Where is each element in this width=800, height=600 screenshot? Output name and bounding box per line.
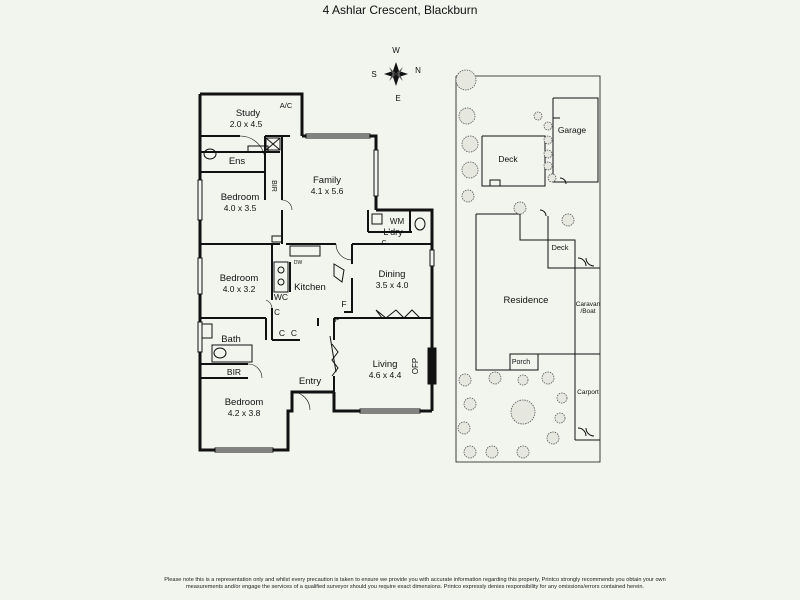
room-bedroom-3: Bedroom [225, 397, 264, 408]
room-bedroom-2-size: 4.0 x 3.2 [223, 284, 256, 294]
wc-c-label: C [274, 308, 280, 317]
room-wm: WM [390, 217, 405, 226]
room-bedroom-2: Bedroom [220, 273, 259, 284]
doors [239, 135, 353, 411]
disclaimer-text: Please note this is a representation onl… [164, 577, 666, 590]
room-kitchen: Kitchen [294, 282, 326, 293]
compass-s: S [371, 70, 376, 79]
f-label: F [341, 299, 346, 309]
room-family-size: 4.1 x 5.6 [311, 186, 344, 196]
fixtures [201, 137, 437, 385]
site-residence: Residence [504, 295, 549, 306]
room-bedroom-1: Bedroom [221, 192, 260, 203]
site-porch: Porch [512, 359, 530, 366]
ac-label: A/C [280, 101, 293, 110]
p-label: P [335, 317, 340, 324]
site-deck-rear: Deck [498, 154, 518, 164]
room-bir-hall: BIR [227, 367, 241, 377]
windows [197, 133, 435, 453]
room-bath: Bath [221, 334, 241, 345]
compass-n: N [415, 66, 421, 75]
interior-walls [200, 135, 432, 392]
room-bir-master: BIR [270, 180, 277, 192]
compass-w: W [392, 46, 400, 55]
room-wc: WC [274, 292, 288, 302]
site-garage: Garage [558, 125, 587, 135]
room-bedroom-3-size: 4.2 x 3.8 [228, 408, 261, 418]
site-caravan: Caravan/Boat [576, 301, 601, 315]
compass-e: E [395, 94, 400, 103]
room-study: Study [236, 108, 261, 119]
room-living-size: 4.6 x 4.4 [369, 370, 402, 380]
ofp-label: OFP [411, 358, 420, 374]
page-title: 4 Ashlar Crescent, Blackburn [322, 3, 478, 17]
room-laundry: L'dry [383, 227, 403, 237]
room-dining: Dining [379, 269, 406, 280]
room-family: Family [313, 175, 341, 186]
c1-label: C [279, 328, 285, 338]
tree-icons [455, 69, 575, 459]
room-bedroom-1-size: 4.0 x 3.5 [224, 203, 257, 213]
room-study-size: 2.0 x 4.5 [230, 119, 263, 129]
room-entry: Entry [299, 376, 321, 387]
site-deck-side: Deck [551, 243, 568, 252]
site-carport: Carport [577, 389, 599, 396]
compass-icon [384, 62, 408, 86]
site-boundary [455, 75, 601, 463]
room-ensuite: Ens [229, 156, 246, 167]
site-structures [475, 97, 600, 441]
room-living: Living [373, 359, 398, 370]
laundry-c-label: C [381, 240, 386, 247]
dw-label: DW [294, 260, 303, 266]
room-dining-size: 3.5 x 4.0 [376, 280, 409, 290]
c2-label: C [291, 328, 297, 338]
